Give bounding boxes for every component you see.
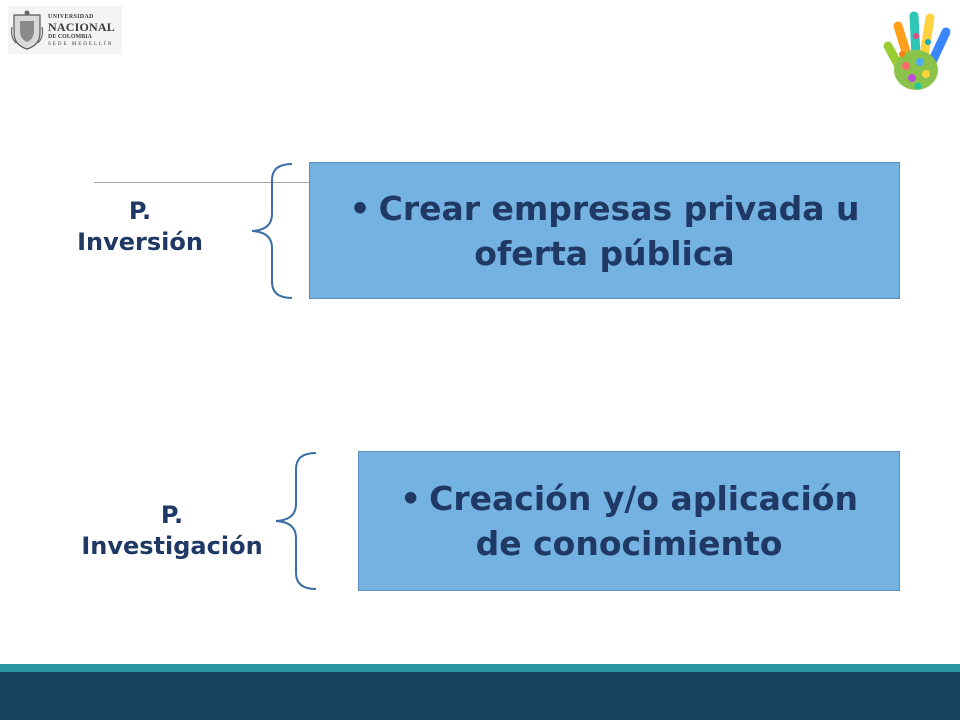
logo-line-2: NACIONAL: [48, 19, 115, 34]
logo-line-3: DE COLOMBIA: [48, 33, 92, 40]
brace-investigacion: [275, 452, 317, 590]
hand-logo-icon: [883, 11, 951, 90]
bullet-inversion: •: [349, 188, 371, 228]
label-investigacion-line1: P.: [160, 501, 184, 529]
university-seal-icon: [10, 10, 44, 50]
box-inversion-text: Crear empresas privada u oferta pública: [378, 188, 860, 273]
logo-line-1: UNIVERSIDAD: [48, 13, 94, 20]
label-inversion: P. Inversión: [60, 196, 220, 258]
label-investigacion-line2: Investigación: [81, 532, 263, 560]
brace-inversion: [251, 163, 293, 299]
box-inversion: •Crear empresas privada u oferta pública: [309, 162, 900, 299]
label-investigacion: P. Investigación: [60, 500, 284, 562]
university-logo: UNIVERSIDAD NACIONAL DE COLOMBIA SEDE ME…: [8, 6, 122, 54]
footer-bar: [0, 672, 960, 720]
box-investigacion-text: Creación y/o aplicación de conocimiento: [429, 479, 858, 563]
bullet-investigacion: •: [400, 479, 422, 518]
logo-line-4: SEDE MEDELLÍN: [48, 41, 114, 47]
label-inversion-line1: P.: [128, 197, 152, 225]
label-inversion-line2: Inversión: [77, 228, 203, 256]
box-investigacion: •Creación y/o aplicación de conocimiento: [358, 451, 900, 591]
footer-accent-bar: [0, 664, 960, 672]
divider-line: [94, 182, 310, 183]
